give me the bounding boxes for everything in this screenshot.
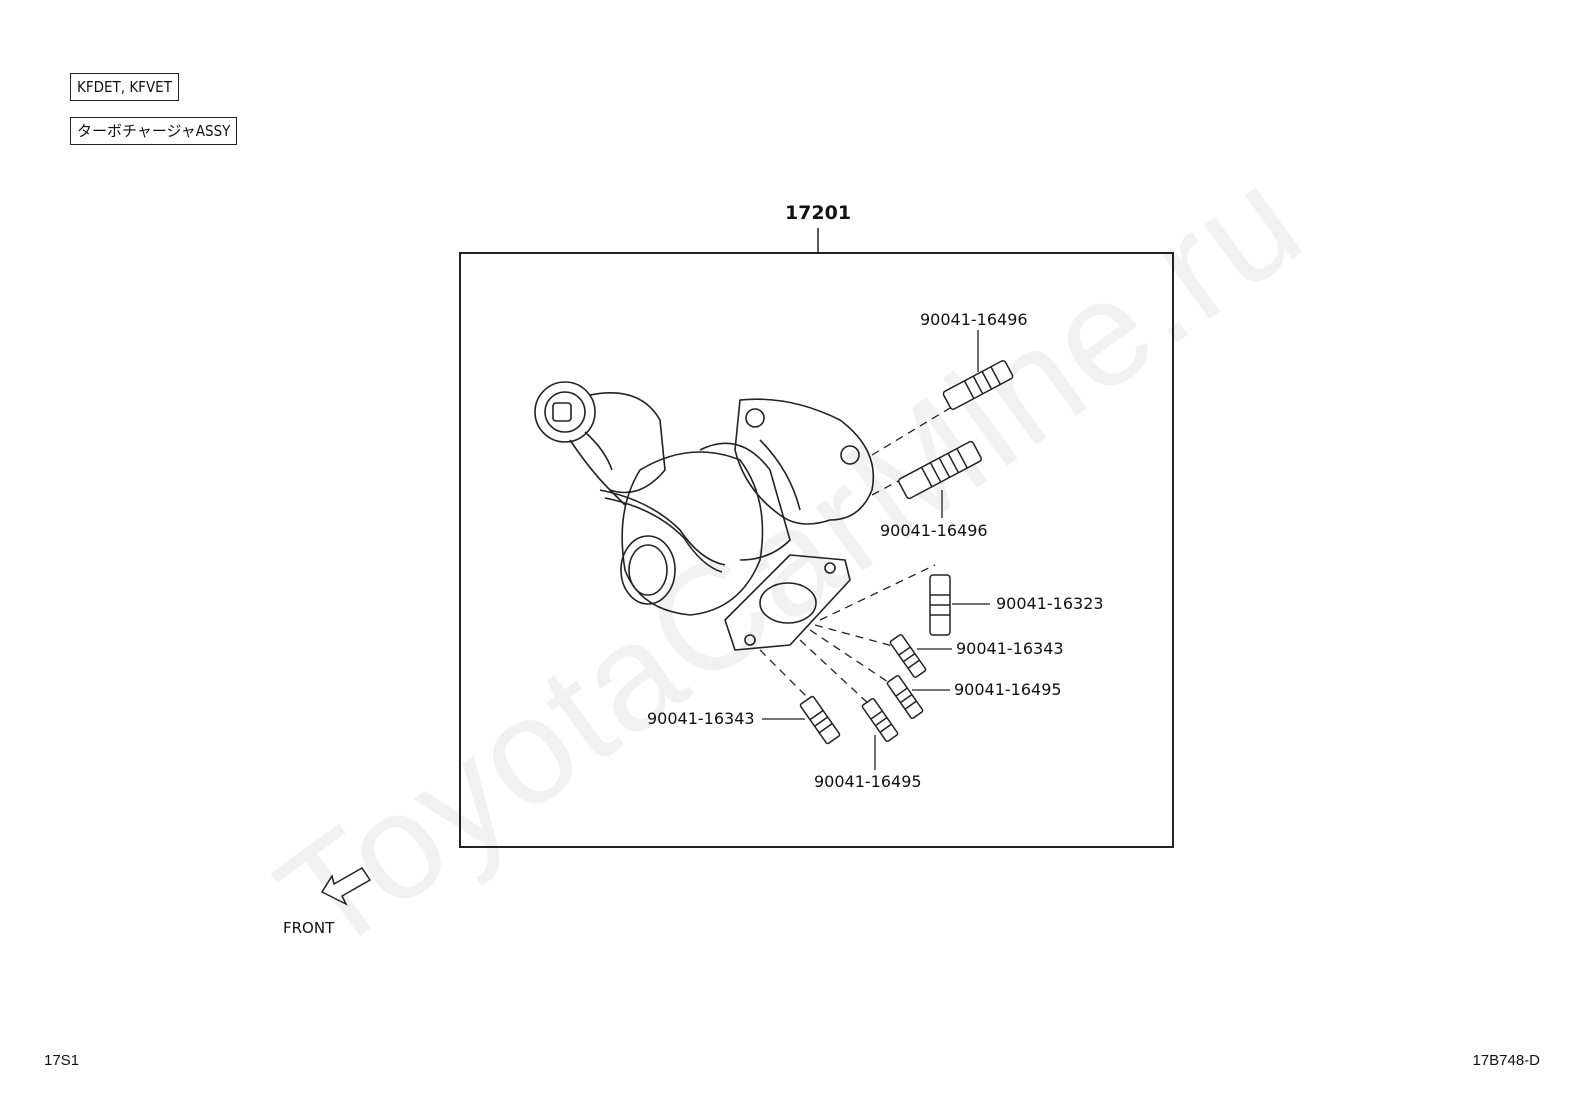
callout-stud-upper[interactable]: 90041-16496	[880, 521, 988, 540]
engine-code-tag: KFDET, KFVET	[70, 73, 179, 101]
callout-stud-pin[interactable]: 90041-16323	[996, 594, 1104, 613]
callout-stud-bottom[interactable]: 90041-16495	[814, 772, 922, 791]
assembly-frame	[459, 252, 1174, 848]
callout-stud-left[interactable]: 90041-16343	[647, 709, 755, 728]
turbocharger-illustration	[534, 381, 875, 651]
main-part-number[interactable]: 17201	[785, 202, 851, 224]
front-label: FRONT	[283, 919, 335, 937]
callout-stud-right-a[interactable]: 90041-16343	[956, 639, 1064, 658]
leader-lines	[762, 330, 990, 770]
guide-lines	[759, 404, 956, 706]
assembly-name-tag: ターボチャージャASSY	[70, 117, 238, 145]
stud-parts	[799, 360, 1014, 745]
page-code-right: 17B748-D	[1472, 1052, 1540, 1069]
front-arrow-icon	[320, 867, 372, 906]
callout-stud-right-b[interactable]: 90041-16495	[954, 680, 1062, 699]
callout-stud-top[interactable]: 90041-16496	[920, 310, 1028, 329]
page-code-left: 17S1	[44, 1052, 80, 1069]
